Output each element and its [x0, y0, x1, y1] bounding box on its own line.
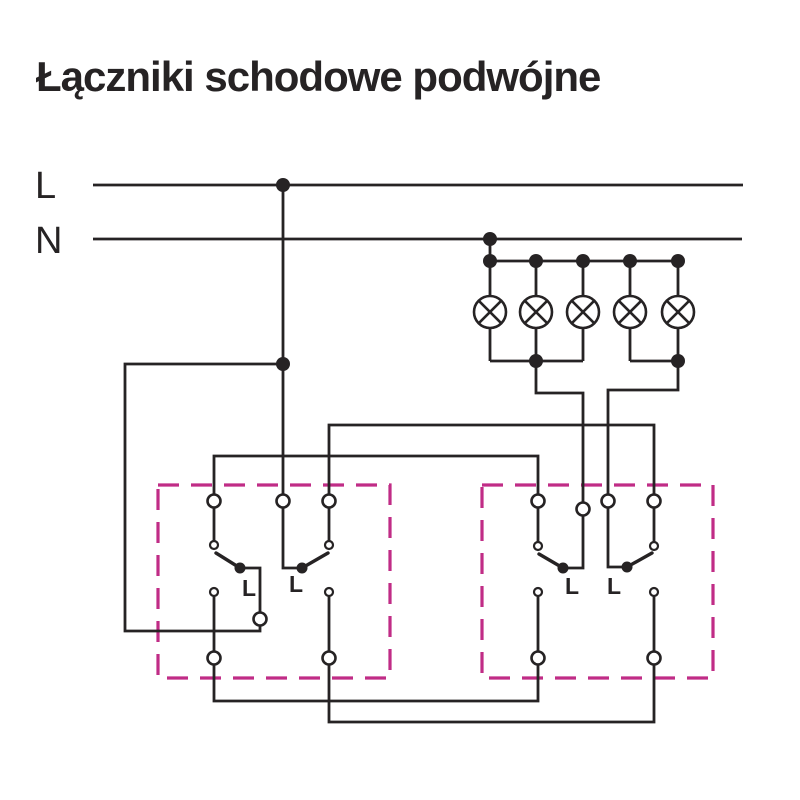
junction-dot — [671, 354, 685, 368]
switch-contact-point — [323, 539, 335, 551]
switch-pivot-dot — [234, 562, 246, 574]
lamp-cross-stroke — [477, 299, 503, 325]
sw-c-common-lead — [563, 516, 585, 570]
switch-contact-point — [532, 586, 544, 598]
junction-dot — [529, 354, 543, 368]
junction-dot — [483, 232, 497, 246]
left-box-feed-terminal — [252, 611, 268, 627]
sw-b-common-label: L — [289, 571, 303, 597]
lamp-group2-feed — [606, 361, 680, 494]
right-box-bottom-terminal-2 — [646, 650, 662, 666]
lamp-cross-stroke — [523, 299, 549, 325]
live-label: L — [35, 165, 56, 207]
right-box-bottom-terminal-1 — [530, 650, 546, 666]
sw-a-common-lead — [240, 566, 262, 612]
switch-contact-point — [208, 539, 220, 551]
sw-d-common-label: L — [607, 573, 621, 599]
lamp-cross-stroke — [665, 299, 691, 325]
lamp-cross-stroke — [617, 299, 643, 325]
junction-dot — [623, 254, 637, 268]
switch-pivot-dot — [557, 562, 569, 574]
lamp-group1-feed — [534, 361, 585, 502]
left-box-bottom-terminal-2 — [321, 650, 337, 666]
sw-d-common-lead — [606, 508, 622, 569]
lamp-cross-stroke — [570, 299, 596, 325]
right-box-terminal-3 — [600, 493, 616, 509]
lamp-icon — [518, 294, 554, 330]
switch-contact-point — [323, 586, 335, 598]
junction-dot — [276, 357, 290, 371]
right-box-terminal-2 — [575, 501, 591, 517]
lamp-icon — [565, 294, 601, 330]
switch-pivot-dot — [621, 561, 633, 573]
junction-dot — [671, 254, 685, 268]
lamp-icon — [660, 294, 696, 330]
traveler-lower — [212, 454, 540, 494]
switch-box-left — [156, 483, 392, 680]
sw-a-common-label: L — [242, 575, 256, 601]
return-wire-1 — [212, 665, 540, 703]
live-branch-left — [123, 362, 283, 633]
return-wire-2 — [327, 665, 656, 724]
junction-dot — [276, 178, 290, 192]
switch-contact-point — [208, 586, 220, 598]
sw-c-common-label: L — [565, 573, 579, 599]
page-title: Łączniki schodowe podwójne — [36, 53, 601, 100]
junction-dot — [483, 254, 497, 268]
lamp-icon — [472, 294, 508, 330]
left-box-bottom-terminal-1 — [206, 650, 222, 666]
switch-pivot-dot — [296, 562, 308, 574]
junction-dot — [576, 254, 590, 268]
left-box-terminal-1 — [206, 493, 222, 509]
switch-contact-point — [532, 540, 544, 552]
switch-box-right — [480, 483, 715, 680]
lamp-icon — [612, 294, 648, 330]
traveler-upper — [327, 423, 656, 494]
right-box-terminal-1 — [530, 493, 546, 509]
left-box-terminal-3 — [321, 493, 337, 509]
neutral-label: N — [35, 220, 62, 262]
left-box-terminal-2 — [275, 493, 291, 509]
switch-contact-point — [648, 586, 660, 598]
right-box-terminal-4 — [646, 493, 662, 509]
switch-contact-point — [648, 540, 660, 552]
sw-b-common-lead — [281, 508, 297, 570]
junction-dot — [529, 254, 543, 268]
